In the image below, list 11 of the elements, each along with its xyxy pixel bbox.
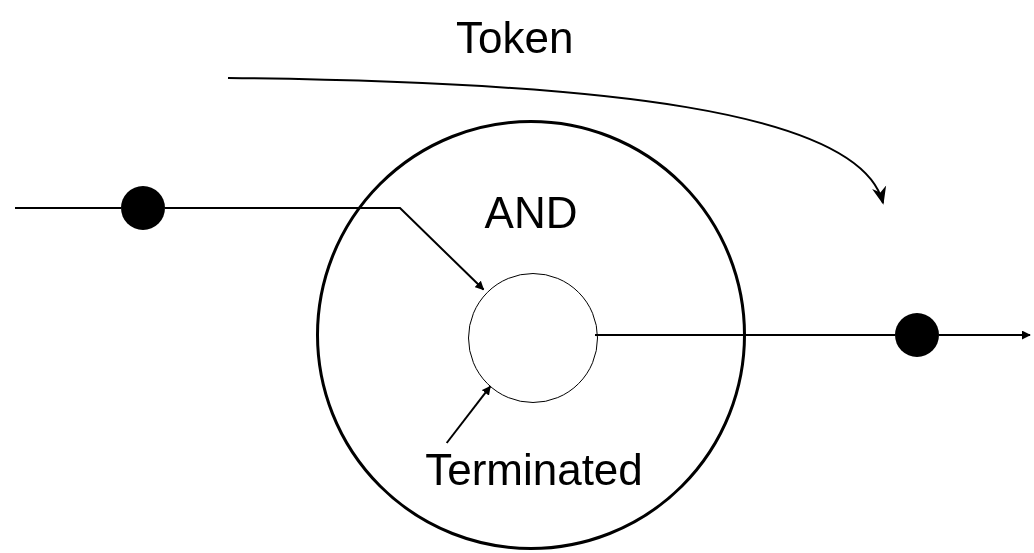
token-dot xyxy=(121,186,165,230)
connector-line xyxy=(14,207,122,209)
token-label: Token xyxy=(456,16,574,60)
token-dot xyxy=(895,313,939,357)
connector-line xyxy=(594,334,896,336)
and-circle xyxy=(316,120,746,550)
arrow xyxy=(445,385,492,444)
gate-label: AND xyxy=(484,191,578,235)
arrow xyxy=(164,207,485,291)
state-label: Terminated xyxy=(398,446,670,494)
arrow xyxy=(938,330,1031,340)
